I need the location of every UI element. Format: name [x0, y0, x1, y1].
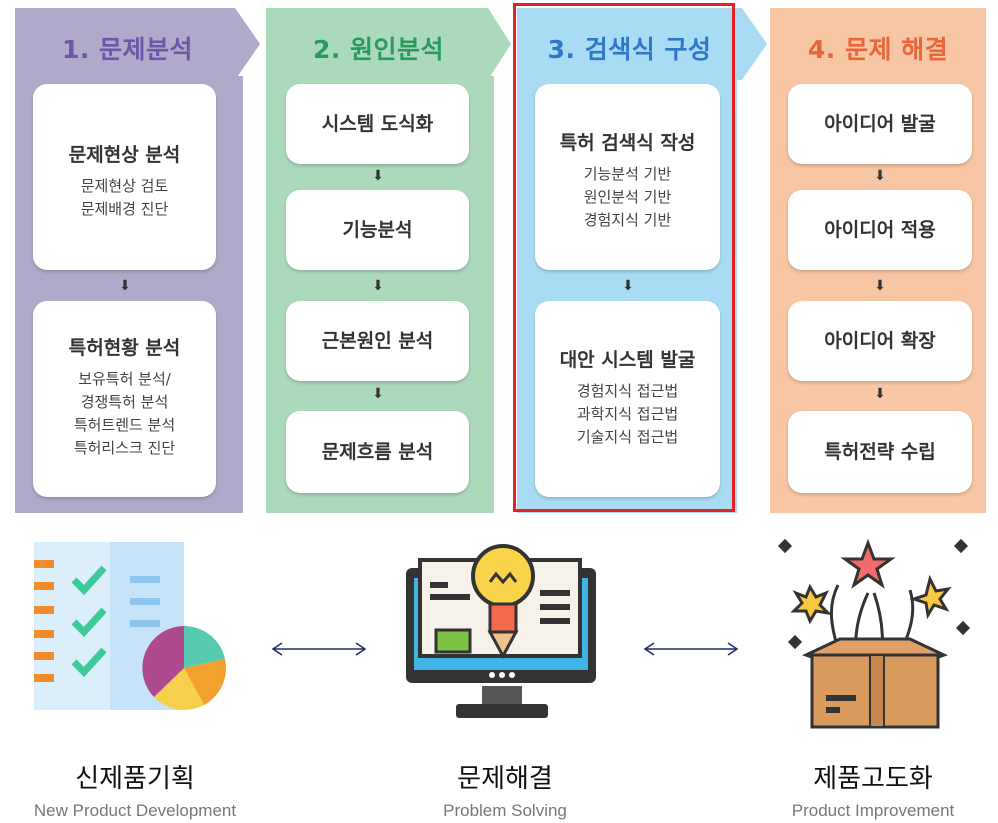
column-header: 1. 문제분석	[15, 8, 260, 80]
checklist-pie-icon	[34, 542, 226, 710]
column-body: 아이디어 발굴 ⬇ 아이디어 적용 ⬇ 아이디어 확장 ⬇ 특허전략 수립	[770, 76, 986, 513]
column-body: 특허 검색식 작성 기능분석 기반 원인분석 기반 경험지식 기반 ⬇ 대안 시…	[517, 76, 737, 513]
step-box: 특허현황 분석 보유특허 분석/ 경쟁특허 분석 특허트렌드 분석 특허리스크 …	[33, 301, 216, 497]
column-title: 3. 검색식 구성	[547, 35, 712, 64]
label-korean: 문제해결	[457, 764, 553, 794]
double-arrow-icon	[643, 642, 739, 656]
step-detail: 특허리스크 진단	[73, 439, 176, 457]
step-title: 문제흐름 분석	[321, 441, 434, 463]
chevron-header-shape	[517, 8, 767, 80]
monitor-lightbulb-icon	[406, 544, 596, 718]
column-problem-solving: 4. 문제 해결 아이디어 발굴 ⬇ 아이디어 적용 ⬇ 아이디어 확장 ⬇ 특…	[770, 8, 998, 513]
down-arrow-icon: ⬇	[874, 168, 886, 184]
double-arrow-icon	[271, 642, 367, 656]
label-korean: 제품고도화	[813, 764, 933, 794]
down-arrow-icon: ⬇	[119, 278, 131, 294]
column-header: 4. 문제 해결	[770, 8, 998, 80]
step-detail: 과학지식 접근법	[576, 405, 679, 423]
column-problem-analysis: 1. 문제분석 문제현상 분석 문제현상 검토 문제배경 진단 ⬇ 특허현황 분…	[15, 8, 260, 513]
column-body: 문제현상 분석 문제현상 검토 문제배경 진단 ⬇ 특허현황 분석 보유특허 분…	[15, 76, 243, 513]
step-detail: 원인분석 기반	[583, 188, 672, 206]
label-korean: 신제품기획	[75, 764, 195, 794]
down-arrow-icon: ⬇	[372, 386, 384, 402]
chevron-header-shape	[266, 8, 511, 80]
step-box: 특허전략 수립	[788, 411, 972, 493]
column-title: 4. 문제 해결	[807, 35, 949, 64]
step-detail: 경험지식 접근법	[576, 382, 679, 400]
step-title: 특허 검색식 작성	[559, 132, 696, 154]
step-box: 문제흐름 분석	[286, 411, 469, 493]
step-title: 문제현상 분석	[68, 144, 181, 166]
down-arrow-icon: ⬇	[874, 278, 886, 294]
step-title: 아이디어 확장	[824, 330, 936, 352]
chevron-header-shape	[15, 8, 260, 80]
step-box: 문제현상 분석 문제현상 검토 문제배경 진단	[33, 84, 216, 270]
step-detail: 경쟁특허 분석	[80, 393, 169, 411]
step-title: 아이디어 적용	[824, 219, 936, 241]
step-box: 아이디어 발굴	[788, 84, 972, 164]
gift-box-burst-icon	[777, 538, 971, 729]
label-english: Problem Solving	[443, 801, 567, 820]
step-title: 대안 시스템 발굴	[559, 349, 696, 371]
step-detail: 문제현상 검토	[80, 177, 169, 195]
label-english: New Product Development	[33, 801, 237, 820]
step-detail: 경험지식 기반	[583, 211, 672, 229]
step-box: 기능분석	[286, 190, 469, 270]
step-detail: 기술지식 접근법	[576, 428, 679, 446]
chevron-header-shape	[770, 8, 986, 80]
column-title: 1. 문제분석	[61, 35, 194, 64]
column-header: 3. 검색식 구성	[517, 8, 777, 80]
label-product-improvement: 제품고도화 Product Improvement	[748, 758, 998, 821]
column-search-query: 3. 검색식 구성 특허 검색식 작성 기능분석 기반 원인분석 기반 경험지식…	[517, 8, 777, 513]
step-box: 특허 검색식 작성 기능분석 기반 원인분석 기반 경험지식 기반	[535, 84, 720, 270]
step-title: 아이디어 발굴	[824, 113, 936, 135]
down-arrow-icon: ⬇	[874, 386, 886, 402]
step-box: 아이디어 적용	[788, 190, 972, 270]
label-problem-solving: 문제해결 Problem Solving	[375, 758, 635, 821]
step-title: 특허현황 분석	[68, 337, 181, 359]
label-english: Product Improvement	[791, 801, 955, 820]
step-detail: 문제배경 진단	[80, 200, 169, 218]
column-body: 시스템 도식화 ⬇ 기능분석 ⬇ 근본원인 분석 ⬇ 문제흐름 분석	[266, 76, 494, 513]
step-box: 시스템 도식화	[286, 84, 469, 164]
step-box: 근본원인 분석	[286, 301, 469, 381]
step-detail: 기능분석 기반	[583, 165, 672, 183]
step-title: 근본원인 분석	[321, 330, 434, 352]
step-detail: 보유특허 분석/	[78, 370, 171, 388]
highlight-frame	[513, 3, 735, 512]
label-new-product: 신제품기획 New Product Development	[0, 758, 270, 821]
down-arrow-icon: ⬇	[622, 278, 634, 294]
down-arrow-icon: ⬇	[372, 278, 384, 294]
column-cause-analysis: 2. 원인분석 시스템 도식화 ⬇ 기능분석 ⬇ 근본원인 분석 ⬇ 문제흐름 …	[266, 8, 511, 513]
down-arrow-icon: ⬇	[372, 168, 384, 184]
step-title: 기능분석	[342, 219, 413, 241]
step-detail: 특허트렌드 분석	[73, 416, 176, 434]
step-title: 특허전략 수립	[824, 441, 936, 463]
column-title: 2. 원인분석	[312, 35, 445, 64]
column-header: 2. 원인분석	[266, 8, 511, 80]
step-title: 시스템 도식화	[321, 113, 434, 135]
step-box: 대안 시스템 발굴 경험지식 접근법 과학지식 접근법 기술지식 접근법	[535, 301, 720, 497]
step-box: 아이디어 확장	[788, 301, 972, 381]
